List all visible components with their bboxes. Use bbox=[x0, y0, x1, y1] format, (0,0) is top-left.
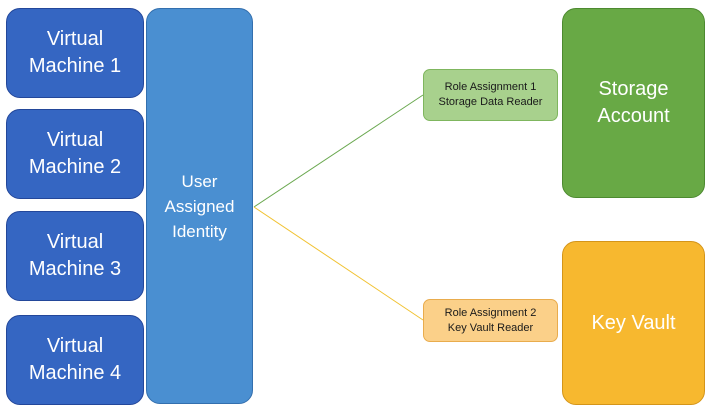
virtual-machine-4: Virtual Machine 4 bbox=[6, 315, 144, 405]
storage-account-label: Storage Account bbox=[597, 78, 670, 127]
virtual-machine-3-label: Virtual Machine 3 bbox=[28, 231, 122, 280]
virtual-machine-3: Virtual Machine 3 bbox=[6, 211, 144, 301]
storage-account: Storage Account bbox=[562, 8, 705, 198]
role-assignment-keyvault: Role Assignment 2 Key Vault Reader bbox=[423, 299, 558, 342]
virtual-machine-1: Virtual Machine 1 bbox=[6, 8, 144, 98]
connector-identity-to-keyvault-role bbox=[253, 206, 424, 321]
connector-identity-to-storage-role bbox=[253, 94, 424, 208]
user-assigned-identity: User Assigned Identity bbox=[146, 8, 253, 404]
role-assignment-storage: Role Assignment 1 Storage Data Reader bbox=[423, 69, 558, 121]
key-vault-label: Key Vault bbox=[591, 311, 676, 334]
virtual-machine-2-label: Virtual Machine 2 bbox=[28, 129, 122, 178]
role-assignment-storage-label: Role Assignment 1 Storage Data Reader bbox=[438, 81, 543, 108]
virtual-machine-4-label: Virtual Machine 4 bbox=[28, 335, 122, 384]
virtual-machine-1-label: Virtual Machine 1 bbox=[28, 28, 122, 77]
user-assigned-identity-label: User Assigned Identity bbox=[164, 171, 235, 241]
key-vault: Key Vault bbox=[562, 241, 705, 405]
role-assignment-keyvault-label: Role Assignment 2 Key Vault Reader bbox=[444, 306, 537, 334]
virtual-machine-2: Virtual Machine 2 bbox=[6, 109, 144, 199]
